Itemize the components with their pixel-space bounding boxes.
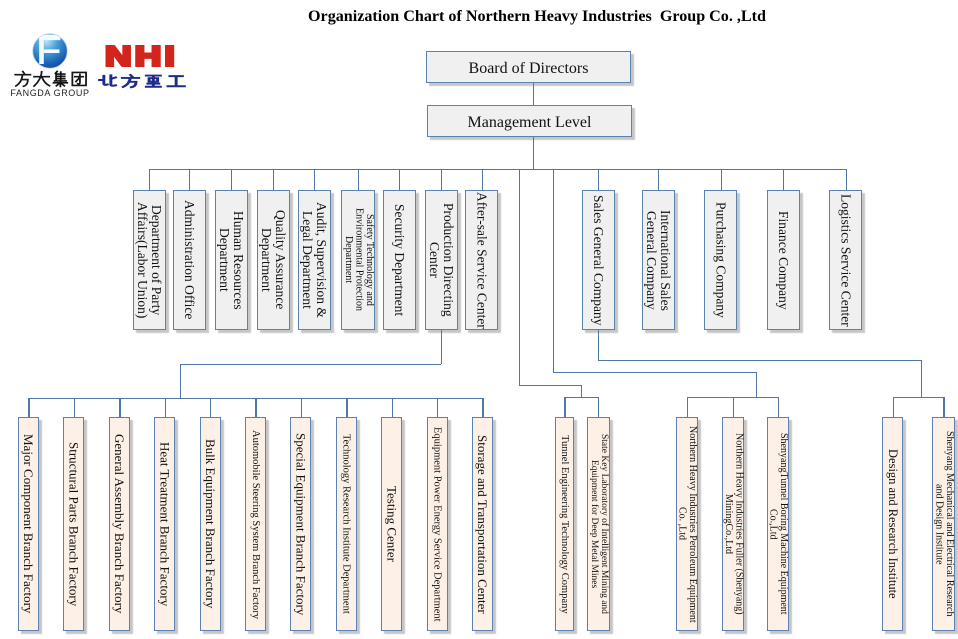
svg-text:FANGDA GROUP: FANGDA GROUP [10, 88, 89, 98]
svg-text:NHI: NHI [105, 41, 178, 72]
